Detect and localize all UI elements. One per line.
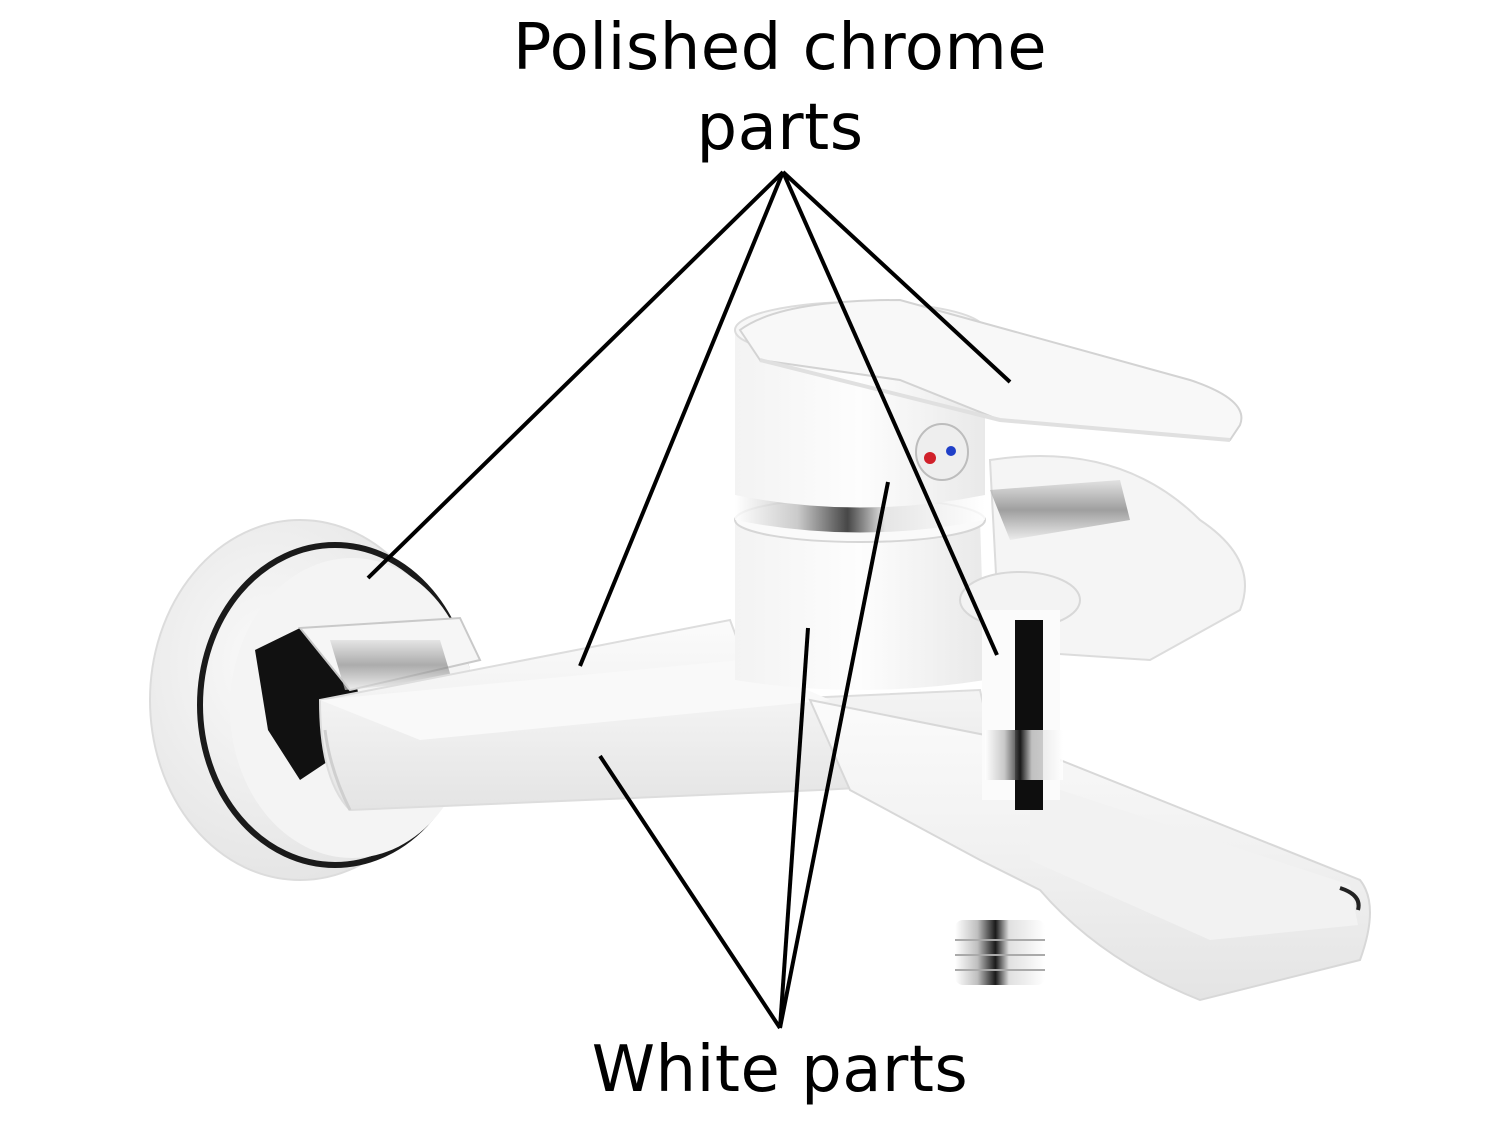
diverter-knob <box>959 571 1081 810</box>
spout-arm <box>318 618 1002 812</box>
leader-white-body <box>778 627 810 1029</box>
leader-chrome-body <box>578 171 785 667</box>
hot-cold-indicator <box>915 423 969 481</box>
leader-lines <box>366 170 1012 1030</box>
leader-chrome-flange <box>366 170 785 580</box>
leader-chrome-diverter <box>781 171 999 656</box>
lever-handle <box>738 298 1243 442</box>
hot-indicator-icon <box>924 452 936 464</box>
hose-connector <box>955 920 1045 985</box>
chrome-label-line-1: Polished chrome <box>512 11 1048 85</box>
bath-spout <box>808 698 1371 1002</box>
leader-white-spout <box>598 754 782 1030</box>
leader-white-cap <box>778 481 890 1029</box>
chrome-label-line-2: parts <box>696 91 864 165</box>
white-parts-label: White parts <box>430 1030 1130 1110</box>
leader-chrome-lever <box>781 170 1012 384</box>
chrome-parts-label: Polished chrome parts <box>430 8 1130 168</box>
cold-indicator-icon <box>946 446 956 456</box>
white-label-line-1: White parts <box>591 1033 969 1107</box>
